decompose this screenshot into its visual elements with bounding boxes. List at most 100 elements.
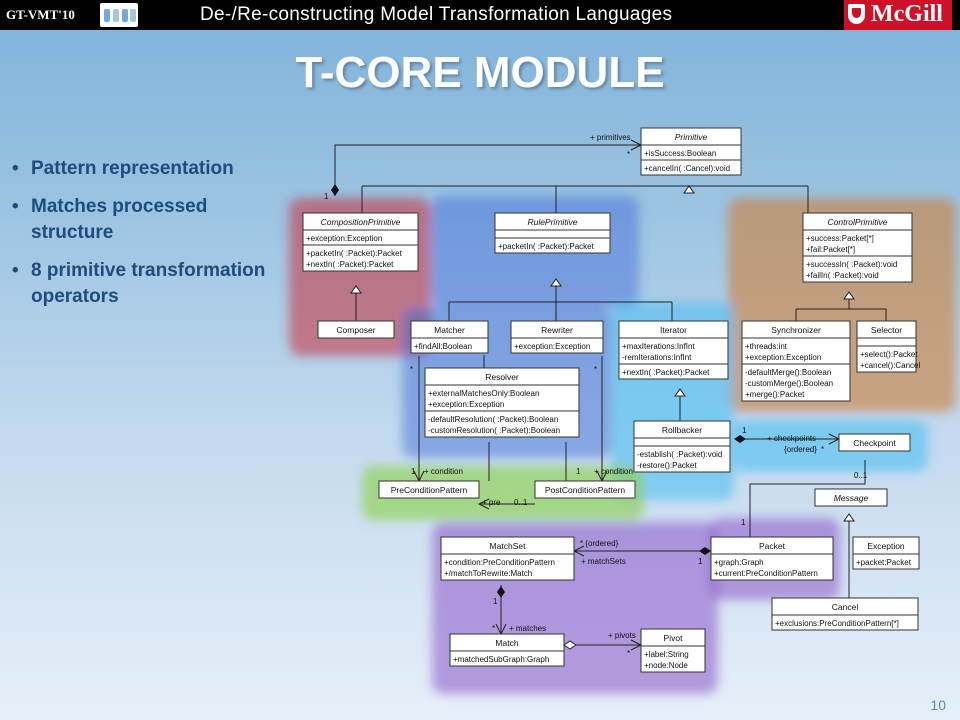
class-name: Rollbacker [662,425,702,435]
class-name: Message [834,493,869,503]
class-rule-primitive: RulePrimitive+packetIn( :Packet):Packet [494,212,611,254]
class-box [838,433,911,452]
class-attribute: +graph:Graph [714,558,764,567]
class-name: PreConditionPattern [391,485,468,495]
slide-title: T-CORE MODULE [295,48,665,97]
class-operation: +select():Packet [860,350,918,359]
checkpoints-one-label: 1 [742,426,747,435]
class-name: Match [495,638,518,648]
matches-one-label: 1 [493,597,498,606]
class-name: CompositionPrimitive [321,217,401,227]
class-checkpoint: Checkpoint [838,433,911,452]
matchsets-role-label: + matchSets [581,557,626,566]
class-rollbacker: Rollbacker-establish( :Packet):void-rest… [633,420,731,473]
class-box [741,320,851,402]
post-mult-label: 1 [576,467,581,476]
class-operation: +nextIn( :Packet):Packet [622,368,710,377]
class-name: Selector [871,325,902,335]
class-precondition-pattern: PreConditionPattern [378,480,480,499]
class-box [771,597,919,631]
class-attribute: +packet:Packet [856,558,912,567]
class-box [802,212,913,283]
class-attribute: +success:Packet[*] [806,234,874,243]
class-pivot: Pivot+label:String+node:Node [640,628,706,673]
class-message: Message [814,488,888,507]
class-operation: +nextIn( :Packet):Packet [306,260,394,269]
class-name: MatchSet [490,541,527,551]
class-attribute: +exception:Exception [306,234,382,243]
matchsets-one-label: 1 [698,557,703,566]
class-name: Resolver [485,372,519,382]
class-operation: -establish( :Packet):void [637,450,722,459]
class-box [534,480,636,499]
checkpoints-many-label: * [821,445,824,454]
class-matchset: MatchSet+condition:PreConditionPattern+/… [440,536,575,581]
class-name: Rewriter [541,325,573,335]
class-box [449,633,565,667]
condition-mult-label: 1 [411,467,416,476]
checkpoints-ordered-label: {ordered} [784,445,817,454]
class-box [410,320,489,354]
class-primitive: Primitive+isSuccess:Boolean+cancelIn( :C… [640,127,742,176]
class-operation: +cancelIn( :Cancel):void [644,164,730,173]
bullet-list: Pattern representation Matches processed… [12,156,292,322]
class-name: Packet [759,541,786,551]
class-name: PostConditionPattern [545,485,626,495]
class-attribute: +isSuccess:Boolean [644,149,716,158]
class-box [494,212,611,254]
bullet-item: Matches processed structure [12,194,292,246]
class-box [424,367,580,438]
class-operation: +packetIn( :Packet):Packet [306,249,403,258]
class-matcher: Matcher +findAll:Boolean [410,320,489,354]
class-attribute: +fail:Packet[*] [806,245,855,254]
class-attribute: +exception:Exception [514,342,590,351]
inheritance-arrowheads [350,185,855,522]
class-operation: +merge():Packet [745,390,805,399]
conference-label: GT-VMT'10 [6,7,75,22]
checkpoints-role-label: + checkpoints [767,434,816,443]
class-rewriter: Rewriter +exception:Exception [510,320,604,354]
banner-title: De-/Re-constructing Model Transformation… [200,4,673,25]
class-name: Cancel [832,602,859,612]
class-operation: -defaultMerge():Boolean [745,368,831,377]
class-operation: +failIn( :Packet):void [806,271,879,280]
matchsets-ordered-label: * {ordered} [580,539,619,548]
class-control-primitive: ControlPrimitive +success:Packet[*] +fail:… [802,212,913,283]
pivots-mult-label: * [627,649,630,658]
class-selector: Selector+select():Packet+cancel():Cancel [856,320,920,373]
class-name: Synchronizer [771,325,821,335]
class-attribute: +maxIterations:InfInt [622,342,695,351]
class-attribute: +exception:Exception [745,353,821,362]
pattern-group-highlight [362,466,644,520]
bullet-item: Pattern representation [12,156,292,182]
class-operation: +packetIn( :Packet):Packet [498,242,595,251]
class-box [317,320,395,339]
bullet-item: 8 primitive transformation operators [12,258,292,310]
class-name: Checkpoint [853,438,896,448]
class-match: Match +matchedSubGraph:Graph [449,633,565,667]
class-box [640,628,706,673]
class-box [378,480,480,499]
class-box [302,212,419,272]
class-attribute: +node:Node [644,661,688,670]
conference-logo-icon [100,3,138,27]
class-name: Composer [336,325,375,335]
class-composition-primitive: CompositionPrimitive +exception:Exception… [302,212,419,272]
page-number: 10 [930,697,946,713]
class-attribute: +label:String [644,650,689,659]
class-iterator: Iterator+maxIterations:InfInt-remIterati… [618,320,729,380]
class-name: ControlPrimitive [828,217,888,227]
primitives-one-label: 1 [324,192,329,201]
class-name: Matcher [434,325,465,335]
condition-role-label: + condition [424,467,463,476]
class-attribute: +current:PreConditionPattern [714,569,818,578]
checkpoint-packet-mult-label: 0..1 [854,471,868,480]
class-box [618,320,729,380]
class-packet: Packet +graph:Graph +current:PreConditionP… [710,536,834,581]
class-box [852,536,920,570]
class-attribute: +exclusions:PreConditionPattern[*] [775,619,899,628]
class-attribute: +matchedSubGraph:Graph [453,655,549,664]
composition-diamonds [331,184,746,650]
pivots-role-label: + pivots [608,631,636,640]
class-attribute: +findAll:Boolean [414,342,472,351]
